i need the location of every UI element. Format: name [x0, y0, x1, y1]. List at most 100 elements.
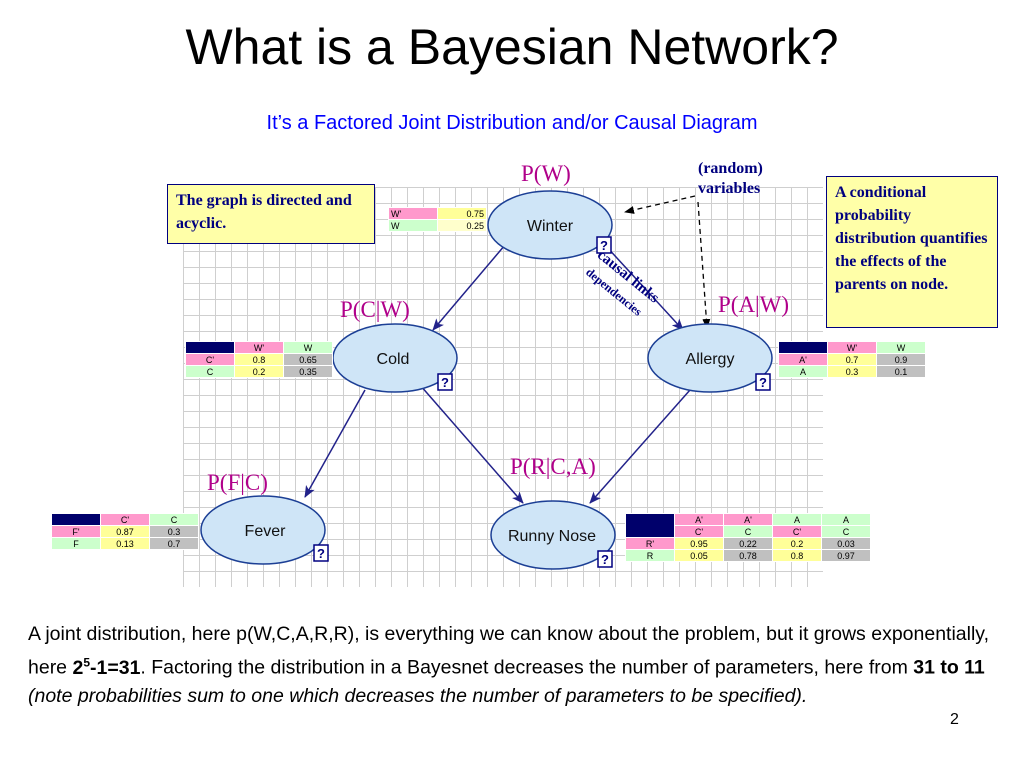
cpt-cell: 0.35: [283, 365, 333, 378]
cpt-col-header: A: [821, 513, 871, 526]
cpt-header-row: W' W: [778, 341, 926, 354]
body-italic-note: (note probabilities sum to one which dec…: [28, 684, 808, 707]
cpt-row-label: R': [625, 537, 675, 550]
cpt-cell: 0.2: [772, 537, 822, 550]
node-cold-label: Cold: [377, 351, 410, 368]
body-exponent-expression: 25-1=31: [72, 655, 141, 679]
cpt-row: A' 0.7 0.9: [778, 353, 926, 366]
cpt-table-a: W' W A' 0.7 0.9 A 0.3 0.1: [778, 341, 926, 378]
random-variables-arrow-allergy: [697, 201, 711, 329]
page-number: 2: [950, 711, 959, 728]
cpt-col-header: C: [821, 525, 871, 538]
cpt-cell: 0.97: [821, 549, 871, 562]
body-part2: . Factoring the distribution in a Bayesn…: [140, 656, 914, 679]
cpt-cell: 0.78: [723, 549, 773, 562]
help-icon[interactable]: [596, 236, 612, 254]
cpt-row-label: A': [778, 353, 828, 366]
cpt-col-header: A: [772, 513, 822, 526]
cpt-col-header: A': [723, 513, 773, 526]
cpt-cell: 0.2: [234, 365, 284, 378]
cpt-cell: 0.9: [876, 353, 926, 366]
cpt-col-header: W: [876, 341, 926, 354]
cpt-header-row: W' W: [185, 341, 333, 354]
cpt-cell: 0.8: [772, 549, 822, 562]
cpt-table-w: W' 0.75 W 0.25: [388, 207, 487, 232]
cpt-corner: [185, 341, 235, 354]
edge-cold-fever: [304, 389, 366, 498]
cpt-col-header: C': [100, 513, 150, 526]
cpt-col-header: W': [234, 341, 284, 354]
node-allergy-label: Allergy: [686, 351, 735, 368]
cpt-row-label: C: [185, 365, 235, 378]
cpt-cell: 0.7: [827, 353, 877, 366]
help-icon[interactable]: [755, 373, 771, 391]
node-winter[interactable]: Winter ?: [487, 190, 613, 260]
random-variables-line2: variables: [698, 180, 761, 197]
cpt-col-header: C: [149, 513, 199, 526]
help-icon-glyph: ?: [759, 375, 767, 390]
cpt-row: C 0.2 0.35: [185, 365, 333, 378]
edge-cold-runny: [419, 384, 524, 504]
cpt-cell: 0.25: [437, 219, 487, 232]
cpt-corner: [51, 513, 101, 526]
cpt-header-row: A' A' A A: [625, 513, 871, 538]
node-allergy[interactable]: Allergy ?: [647, 323, 773, 393]
cpt-col-header: C': [772, 525, 822, 538]
cpt-col-header: C: [723, 525, 773, 538]
cpt-row: C' 0.8 0.65: [185, 353, 333, 366]
cpt-row: W 0.25: [388, 219, 487, 232]
cpt-cell: 0.13: [100, 537, 150, 550]
random-variables-arrow-winter: [624, 195, 696, 214]
edge-allergy-runny: [589, 389, 691, 504]
cpt-col-header: C': [674, 525, 724, 538]
note-conditional-probability: A conditional probability distribution q…: [826, 176, 998, 328]
cpt-row-label: W: [388, 219, 438, 232]
cpt-row-label: W': [388, 207, 438, 220]
random-variables-line1: (random): [698, 160, 763, 177]
cpt-col-header: W: [283, 341, 333, 354]
cpt-row-label: C': [185, 353, 235, 366]
node-runny-nose-label: Runny Nose: [508, 528, 596, 545]
help-icon-glyph: ?: [317, 546, 325, 561]
help-icon[interactable]: [597, 550, 613, 568]
cpt-cell: 0.65: [283, 353, 333, 366]
cpt-cell: 0.1: [876, 365, 926, 378]
body-part1: A joint distribution, here p(W,C,A,R,R),…: [28, 623, 990, 679]
cpt-cell: 0.87: [100, 525, 150, 538]
cpt-table-r: A' A' A A C' C C' C R' 0.95 0.22 0.2 0.0…: [625, 513, 871, 562]
cpt-header-row: C' C C' C: [626, 525, 871, 538]
node-cold[interactable]: Cold ?: [332, 323, 458, 393]
node-runny-nose[interactable]: Runny Nose ?: [490, 500, 616, 570]
cpt-cell: 0.22: [723, 537, 773, 550]
cpt-cell: 0.3: [827, 365, 877, 378]
body-base: 2: [72, 656, 84, 679]
cpt-row: R 0.05 0.78 0.8 0.97: [625, 549, 871, 562]
note-directed-acyclic: The graph is directed and acyclic.: [167, 184, 375, 244]
cpt-cell: 0.03: [821, 537, 871, 550]
body-paragraph: A joint distribution, here p(W,C,A,R,R),…: [28, 620, 1018, 710]
help-icon-glyph: ?: [601, 552, 609, 567]
edge-winter-allergy: [604, 244, 684, 331]
body-exponent: 5: [83, 655, 90, 669]
random-variables-label: (random) variables: [698, 159, 763, 199]
cpt-cell: 0.95: [674, 537, 724, 550]
node-fever-label: Fever: [245, 523, 287, 540]
cpt-cell: 0.3: [149, 525, 199, 538]
cpt-row-label: F': [51, 525, 101, 538]
prob-label-a: P(A|W): [718, 292, 790, 317]
help-icon[interactable]: [437, 373, 453, 391]
cpt-row: F 0.13 0.7: [51, 537, 199, 550]
help-icon-glyph: ?: [600, 238, 608, 253]
cpt-row-label: A: [778, 365, 828, 378]
cpt-row: F' 0.87 0.3: [51, 525, 199, 538]
cpt-header-row: C' C: [51, 513, 199, 526]
node-fever[interactable]: Fever ?: [200, 495, 329, 565]
cpt-table-f: C' C F' 0.87 0.3 F 0.13 0.7: [51, 513, 199, 550]
cpt-col-header: W': [827, 341, 877, 354]
body-expr-rest: -1=31: [90, 656, 141, 679]
prob-label-f: P(F|C): [207, 470, 268, 495]
cpt-col-header: A': [674, 513, 724, 526]
edge-winter-cold: [432, 244, 506, 331]
prob-label-w: P(W): [521, 161, 571, 186]
help-icon[interactable]: [313, 544, 329, 562]
